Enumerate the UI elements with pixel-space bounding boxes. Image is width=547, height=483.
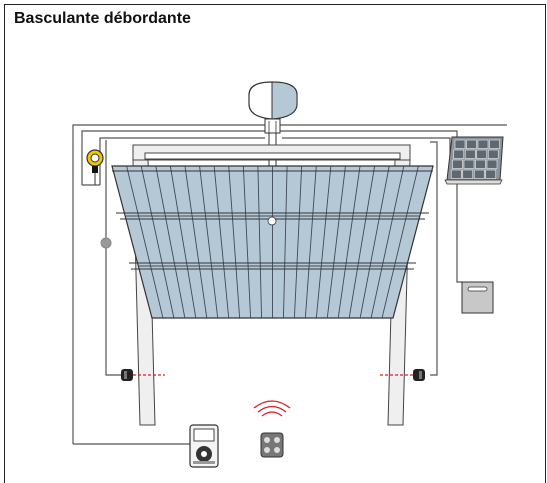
door-slat xyxy=(315,166,332,318)
solar-cell xyxy=(466,139,477,149)
door-slat xyxy=(348,166,376,318)
keypad-icon xyxy=(189,424,219,468)
solar-cell xyxy=(475,159,486,169)
photocell-icon-left xyxy=(121,369,165,381)
solar-cell xyxy=(450,169,462,179)
solar-cell xyxy=(486,159,498,169)
door-slats xyxy=(126,166,419,318)
door-slat xyxy=(283,166,288,318)
solar-cell xyxy=(476,149,488,159)
door-slat xyxy=(337,166,361,318)
door-slat xyxy=(359,166,390,318)
door-slat xyxy=(169,166,197,318)
solar-cell xyxy=(485,169,497,179)
solar-cell xyxy=(489,139,500,149)
door-slat xyxy=(293,166,303,318)
solar-cell xyxy=(454,139,466,149)
solar-cell xyxy=(462,169,474,179)
door-lock-point xyxy=(267,216,277,226)
door-slat xyxy=(304,166,317,318)
door-slat xyxy=(381,166,419,318)
diagram-title: Basculante débordante xyxy=(14,10,191,27)
door-slat xyxy=(213,166,230,318)
door-slat xyxy=(257,166,262,318)
solar-cell xyxy=(473,169,485,179)
door-slat xyxy=(228,166,241,318)
solar-cell xyxy=(453,149,465,159)
solar-cell xyxy=(464,149,476,159)
door-slat xyxy=(126,166,164,318)
door-slat xyxy=(184,166,208,318)
door-slat xyxy=(140,166,175,318)
door-slat xyxy=(370,166,405,318)
solar-cell xyxy=(487,149,499,159)
door-slat xyxy=(242,166,252,318)
remote-control-icon xyxy=(253,400,291,458)
door-slat xyxy=(199,166,219,318)
solar-panel-icon xyxy=(444,136,504,185)
solar-cell xyxy=(452,159,463,169)
solar-cell xyxy=(477,139,489,149)
solar-cell xyxy=(463,159,475,169)
door-slat xyxy=(326,166,346,318)
photocell-icon-right xyxy=(380,369,425,381)
garage-door xyxy=(111,165,434,319)
flashing-light-icon xyxy=(82,149,104,186)
battery-icon xyxy=(461,281,494,314)
key-switch-icon xyxy=(100,237,112,249)
door-slat xyxy=(155,166,186,318)
garage-door-motor-icon xyxy=(248,81,298,134)
